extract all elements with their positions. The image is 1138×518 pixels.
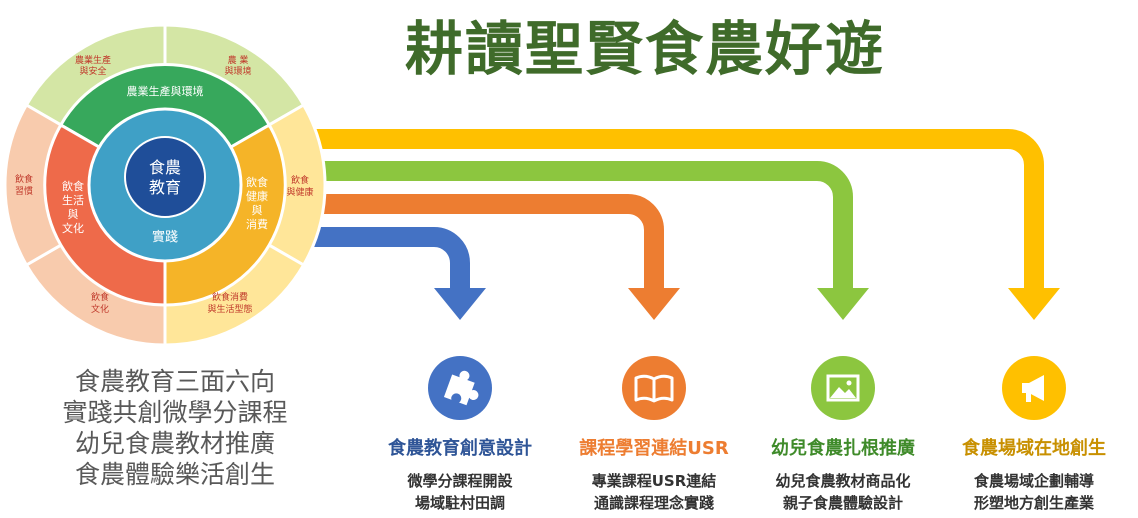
page-title: 耕讀聖賢食農好遊: [404, 15, 885, 83]
card-line: 食農場域企劃輔導: [973, 472, 1094, 490]
outer-bottom-right-line-2: 與生活型態: [207, 303, 252, 315]
middle-right-line-1: 飲食: [246, 175, 268, 189]
outer-top-right-line-1: 農 業: [228, 54, 249, 66]
middle-left-line-2: 生活: [62, 193, 84, 207]
summary-line: 幼兒食農教材推廣: [74, 429, 275, 458]
arrow-green: [310, 161, 853, 294]
card-preschool: 幼兒食農扎根推廣 幼兒食農教材商品化 親子食農體驗設計: [738, 356, 948, 514]
outer-right-line-1: 飲食: [291, 174, 309, 186]
outer-top-left-line-1: 農業生產: [75, 54, 111, 66]
outer-bottom-left-line-2: 文化: [91, 303, 109, 315]
outer-bottom-right-line-1: 飲食消費: [212, 291, 248, 303]
card-line: 微學分課程開設: [407, 472, 513, 490]
middle-left-line-1: 飲食: [62, 179, 84, 193]
core-line-2: 教育: [149, 178, 181, 197]
card-title: 食農場域在地創生: [962, 438, 1106, 459]
outer-right-line-2: 與健康: [286, 186, 313, 198]
card-title: 食農教育創意設計: [388, 438, 532, 459]
arrow-yellow: [310, 129, 1044, 294]
puzzle-icon: [428, 356, 492, 420]
card-title: 幼兒食農扎根推廣: [771, 438, 915, 459]
outer-left-line-2: 習慣: [15, 185, 33, 197]
arrows: [310, 129, 1060, 320]
core-line-1: 食農: [149, 158, 181, 177]
arrow-blue: [310, 227, 470, 294]
summary-line: 食農體驗樂活創生: [74, 460, 275, 489]
middle-right-line-4: 消費: [246, 217, 268, 231]
middle-left-line-4: 文化: [62, 221, 84, 235]
summary-line: 實踐共創微學分課程: [62, 398, 288, 427]
wheel: 食農 教育 實踐 農業生產與環境 飲食 健康 與 消費 飲食 生活 與 文化 農…: [3, 23, 327, 347]
arrow-green-head: [817, 288, 869, 320]
middle-right-line-3: 與: [252, 203, 263, 217]
outer-bottom-left-line-1: 飲食: [91, 291, 109, 303]
outer-left-line-1: 飲食: [15, 173, 33, 185]
book-icon: [622, 356, 686, 420]
card-line: 通識課程理念實踐: [593, 494, 714, 512]
middle-left-line-3: 與: [68, 207, 79, 221]
arrow-orange-head: [628, 288, 680, 320]
summary-list: 食農教育三面六向 實踐共創微學分課程 幼兒食農教材推廣 食農體驗樂活創生: [30, 366, 320, 490]
middle-right-line-2: 健康: [246, 189, 268, 203]
core-circle: [124, 136, 206, 218]
arrow-orange: [310, 194, 664, 294]
card-creative-design: 食農教育創意設計 微學分課程開設 場域駐村田調: [355, 356, 565, 514]
arrow-yellow-head: [1008, 288, 1060, 320]
card-line: 幼兒食農教材商品化: [775, 472, 911, 490]
middle-top-label: 農業生產與環境: [127, 84, 204, 98]
card-title: 課程學習連結USR: [579, 438, 729, 459]
card-local-creation: 食農場域在地創生 食農場域企劃輔導 形塑地方創生產業: [929, 356, 1138, 514]
summary-line: 食農教育三面六向: [74, 367, 275, 396]
card-course-usr: 課程學習連結USR 專業課程USR連結 通識課程理念實踐: [549, 356, 759, 514]
megaphone-icon: [1002, 356, 1066, 420]
outer-top-right-line-2: 與環境: [224, 65, 251, 77]
card-line: 專業課程USR連結: [591, 472, 717, 490]
card-line: 形塑地方創生產業: [973, 494, 1094, 512]
card-line: 場域駐村田調: [414, 494, 505, 512]
card-line: 親子食農體驗設計: [782, 494, 903, 512]
picture-icon: [811, 356, 875, 420]
outer-top-left-line-2: 與安全: [79, 65, 106, 77]
arrow-blue-head: [434, 288, 486, 320]
core-sub: 實踐: [152, 229, 178, 245]
